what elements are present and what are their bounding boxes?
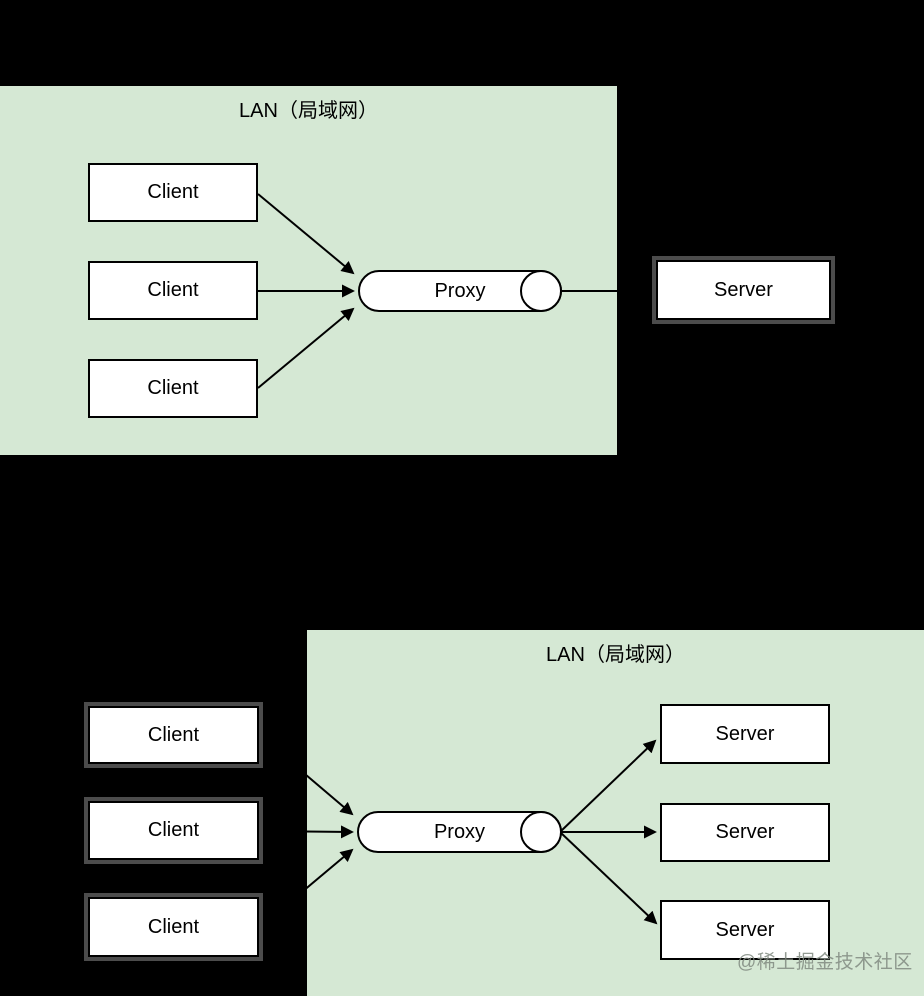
client-box: Client [88,897,259,957]
client-label: Client [147,377,199,399]
proxy-cylinder: Proxy [357,811,562,853]
lan-label: LAN（局域网） [546,644,685,666]
server-box: Server [660,704,830,764]
proxy-cylinder-cap-icon [520,811,562,853]
client-box: Client [88,359,258,418]
server-box: Server [660,900,830,960]
proxy-label: Proxy [434,279,486,302]
server-label: Server [715,722,775,745]
server-label: Server [715,821,775,843]
watermark-text: @稀土掘金技术社区 [737,952,913,973]
server-label: Server [714,278,773,301]
server-box: Server [660,803,830,862]
client-box: Client [88,163,258,222]
client-box: Client [88,706,259,764]
server-box: Server [656,260,831,320]
proxy-label: Proxy [433,820,486,843]
lan-label: LAN（局域网） [239,100,378,122]
client-label: Client [147,181,199,203]
client-label: Client [147,279,199,301]
client-label: Client [147,723,200,746]
server-label: Server [715,918,775,941]
proxy-cylinder-cap-icon [520,270,562,312]
client-label: Client [147,915,200,938]
client-label: Client [147,819,200,841]
proxy-cylinder: Proxy [358,270,562,312]
client-box: Client [88,261,258,320]
client-box: Client [88,801,259,860]
